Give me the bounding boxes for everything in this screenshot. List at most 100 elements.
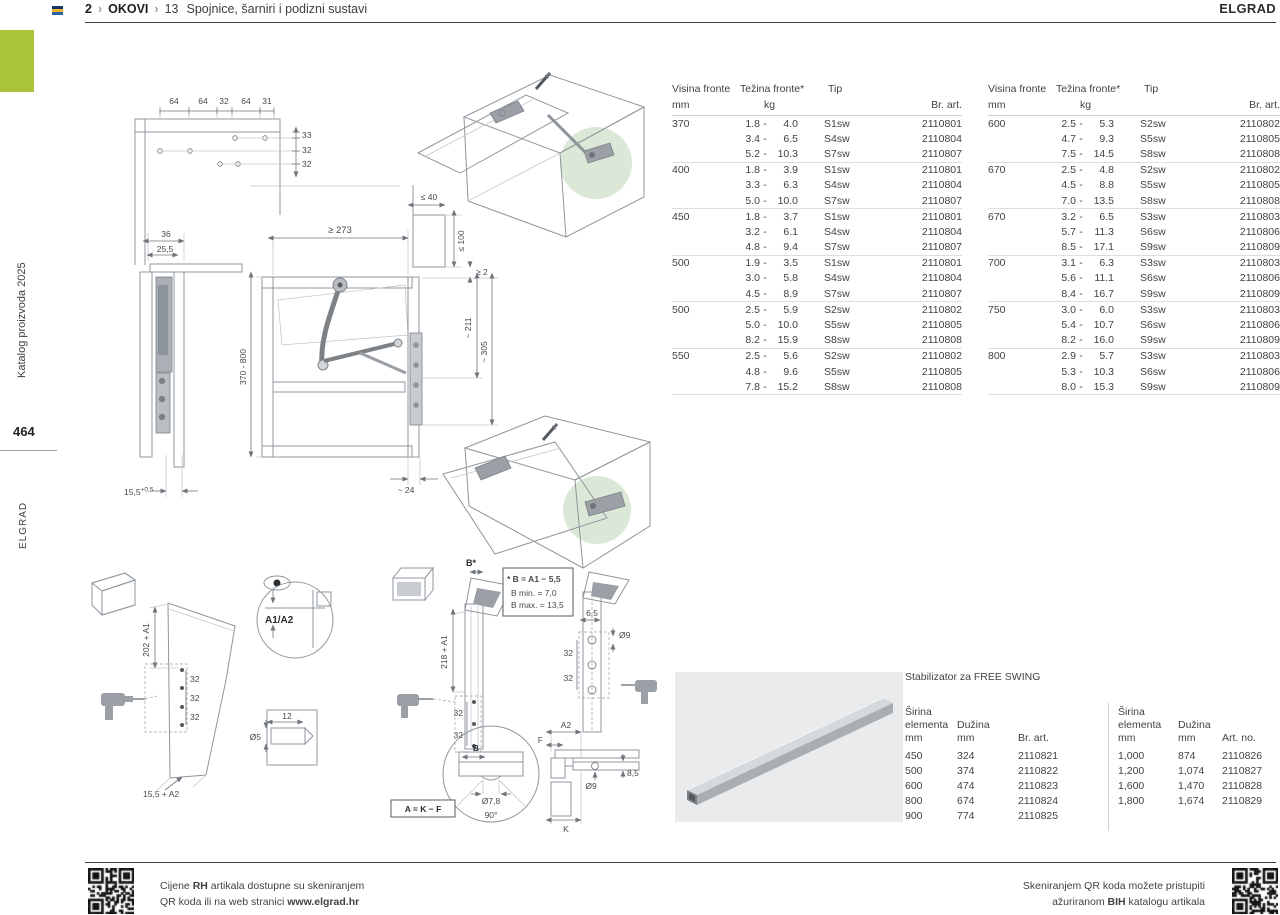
table-cell: 16.0	[1093, 334, 1114, 347]
table-cell: 16.7	[1093, 287, 1114, 300]
dim-label: 32	[302, 145, 312, 155]
table-cell: 5.0	[745, 194, 760, 207]
col-header-mm: mm	[1118, 732, 1136, 744]
dim-label: ≥ 273	[328, 225, 352, 236]
table-cell: 4.7	[1061, 132, 1076, 145]
dim-label: F	[538, 735, 543, 745]
table-cell: S2sw	[1140, 164, 1166, 177]
footer-website[interactable]: www.elgrad.hr	[287, 896, 360, 908]
table-cell: 7.8	[745, 380, 760, 393]
table-cell: 10.3	[777, 147, 798, 160]
table-cell: S7sw	[824, 241, 850, 254]
table-cell: 2110808	[921, 380, 962, 393]
table-cell: 14.5	[1093, 147, 1114, 160]
brand-logo-text: ELGRAD	[1219, 1, 1276, 16]
table-cell: 670	[988, 210, 1006, 223]
table-cell: 1.9	[745, 257, 760, 270]
table-cell: -	[763, 164, 767, 177]
drawing-cabinet-3d-open	[416, 72, 646, 238]
table-cell: -	[763, 350, 767, 363]
dim-label: 32	[564, 673, 574, 683]
stabilizer-bar-image	[686, 697, 893, 805]
dim-label: ≥ 2	[476, 267, 488, 277]
chapter-color-tab	[0, 30, 34, 92]
table-cell: 800	[988, 350, 1006, 363]
footer-text: Skeniranjem QR koda možete pristupiti	[1022, 880, 1205, 892]
stabilizer-table-header: Širina elementa Dužina mm mm Br. art.	[905, 706, 1100, 748]
table-cell: 4.0	[783, 117, 798, 130]
table-cell: S6sw	[1140, 272, 1166, 285]
drawing-panel-drilling: 202 + A1 32 32 32 15,5 + A2 A1/A2 12 Ø5	[90, 572, 334, 799]
footer-text: Cijene	[160, 880, 193, 892]
spec-table-header: Visina fronte Težina fronte* Tip mm kg B…	[672, 82, 962, 116]
table-cell: S3sw	[1140, 303, 1166, 316]
footer-note-bih: Skeniranjem QR koda možete pristupiti až…	[1023, 878, 1205, 910]
table-cell: 2110807	[921, 241, 962, 254]
table-cell: 774	[957, 809, 975, 822]
breadcrumb-section[interactable]: OKOVI	[108, 2, 149, 16]
table-cell: 2110807	[921, 287, 962, 300]
table-cell: 1.8	[745, 210, 760, 223]
table-cell: 2.9	[1061, 350, 1076, 363]
col-header-sirina: Širina	[1118, 706, 1145, 718]
table-cell: -	[1079, 210, 1083, 223]
stabilizer-bar-photo	[675, 672, 903, 822]
table-cell: 1.8	[745, 117, 760, 130]
table-cell: 11.3	[1094, 225, 1114, 238]
dim-label: Ø9	[619, 630, 631, 640]
stabilizer-table-header: Širina elementa Dužina mm mm Art. no.	[1118, 706, 1280, 748]
dim-label: ≤ 100	[456, 230, 466, 251]
table-cell: 2110809	[1239, 334, 1280, 347]
drawing-section-view: 36 25,5 15,5+0,5 ≥ 273 ≤ 40 ≤ 100 ≥ 2	[124, 185, 498, 497]
table-cell: 2110804	[921, 179, 962, 192]
table-cell: 2110809	[1239, 287, 1280, 300]
table-cell: 17.1	[1093, 241, 1114, 254]
note-line: * B = A1 − 5,5	[507, 574, 561, 584]
dim-label: 6,5	[586, 608, 598, 618]
table-cell: -	[763, 257, 767, 270]
table-cell: S7sw	[824, 194, 850, 207]
table-cell: 450	[672, 210, 690, 223]
dim-label: 218 + A1	[439, 635, 449, 669]
sidebar-page-number: 464	[13, 424, 35, 439]
table-cell: 8.2	[745, 334, 760, 347]
table-cell: 2110805	[921, 365, 962, 378]
table-cell: -	[1079, 117, 1083, 130]
col-header-elementa: elementa	[1118, 719, 1162, 731]
table-cell: S4sw	[824, 132, 850, 145]
table-cell: 2110829	[1222, 794, 1263, 807]
table-cell: S4sw	[824, 225, 850, 238]
dim-label: ≤ 40	[421, 192, 438, 202]
table-cell: -	[763, 272, 767, 285]
elgrad-mini-logo-icon	[52, 6, 63, 15]
table-cell: 8.4	[1061, 287, 1076, 300]
table-cell: 7.0	[1061, 194, 1076, 207]
table-cell: 13.5	[1093, 194, 1114, 207]
table-cell: 2110801	[921, 257, 962, 270]
table-cell: S4sw	[824, 272, 850, 285]
table-cell: 5.3	[1099, 117, 1114, 130]
footer-text: artikala dostupne su skeniranjem	[207, 880, 365, 892]
dim-label: 32	[454, 730, 464, 740]
table-cell: -	[1079, 272, 1083, 285]
table-cell: 2110807	[921, 194, 962, 207]
table-cell: 3.4	[745, 132, 760, 145]
chevron-icon: ›	[97, 2, 103, 16]
table-cell: -	[1079, 132, 1083, 145]
table-cell: 6.5	[1099, 210, 1114, 223]
table-cell: 7.5	[1061, 147, 1076, 160]
table-cell: 2110805	[1239, 132, 1280, 145]
